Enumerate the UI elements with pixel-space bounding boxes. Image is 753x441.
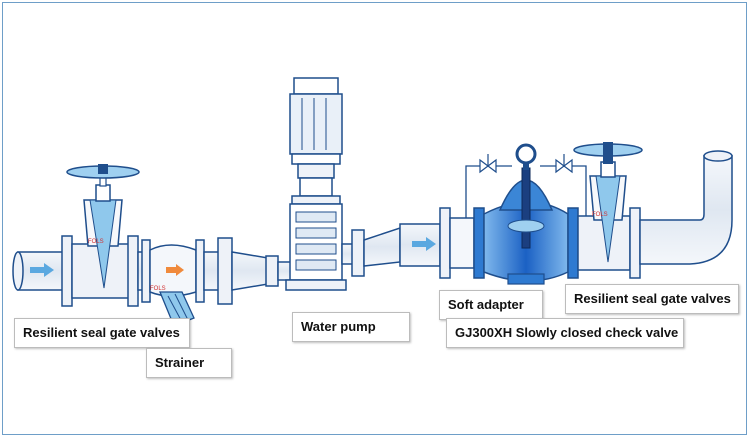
pipe-to-pump	[203, 237, 293, 305]
pump-outlet-pipe	[341, 223, 441, 277]
flow-arrow-icon	[412, 237, 436, 251]
label-strainer: Strainer	[146, 348, 232, 378]
diagram-frame	[2, 2, 747, 435]
outlet-elbow-pipe	[639, 150, 733, 265]
flow-arrow-icon	[30, 263, 54, 277]
flow-arrow-icon	[166, 264, 184, 276]
left-gate-valve: FOLS	[61, 175, 139, 307]
right-valve-mark: FOLS	[592, 212, 608, 218]
right-gate-valve: FOLS	[577, 161, 641, 279]
label-soft-adapter: Soft adapter	[439, 290, 543, 320]
handwheel-icon	[66, 164, 140, 179]
needle-valve-icon	[479, 154, 497, 174]
needle-valve-icon	[555, 154, 573, 174]
label-check-valve: GJ300XH Slowly closed check valve	[446, 318, 684, 348]
label-water-pump: Water pump	[292, 312, 410, 342]
check-valve	[473, 167, 579, 285]
label-gate-valve-right: Resilient seal gate valves	[565, 284, 739, 314]
lifting-eye-icon	[515, 143, 537, 170]
label-gate-valve-left: Resilient seal gate valves	[14, 318, 190, 348]
soft-adapter	[439, 207, 475, 279]
left-valve-mark: FOLS	[88, 239, 104, 245]
handwheel-icon	[573, 142, 643, 164]
strainer-body: FOLS	[141, 239, 205, 327]
strainer-mark: FOLS	[150, 286, 166, 292]
water-pump	[285, 77, 347, 291]
bypass-lines	[465, 165, 587, 218]
